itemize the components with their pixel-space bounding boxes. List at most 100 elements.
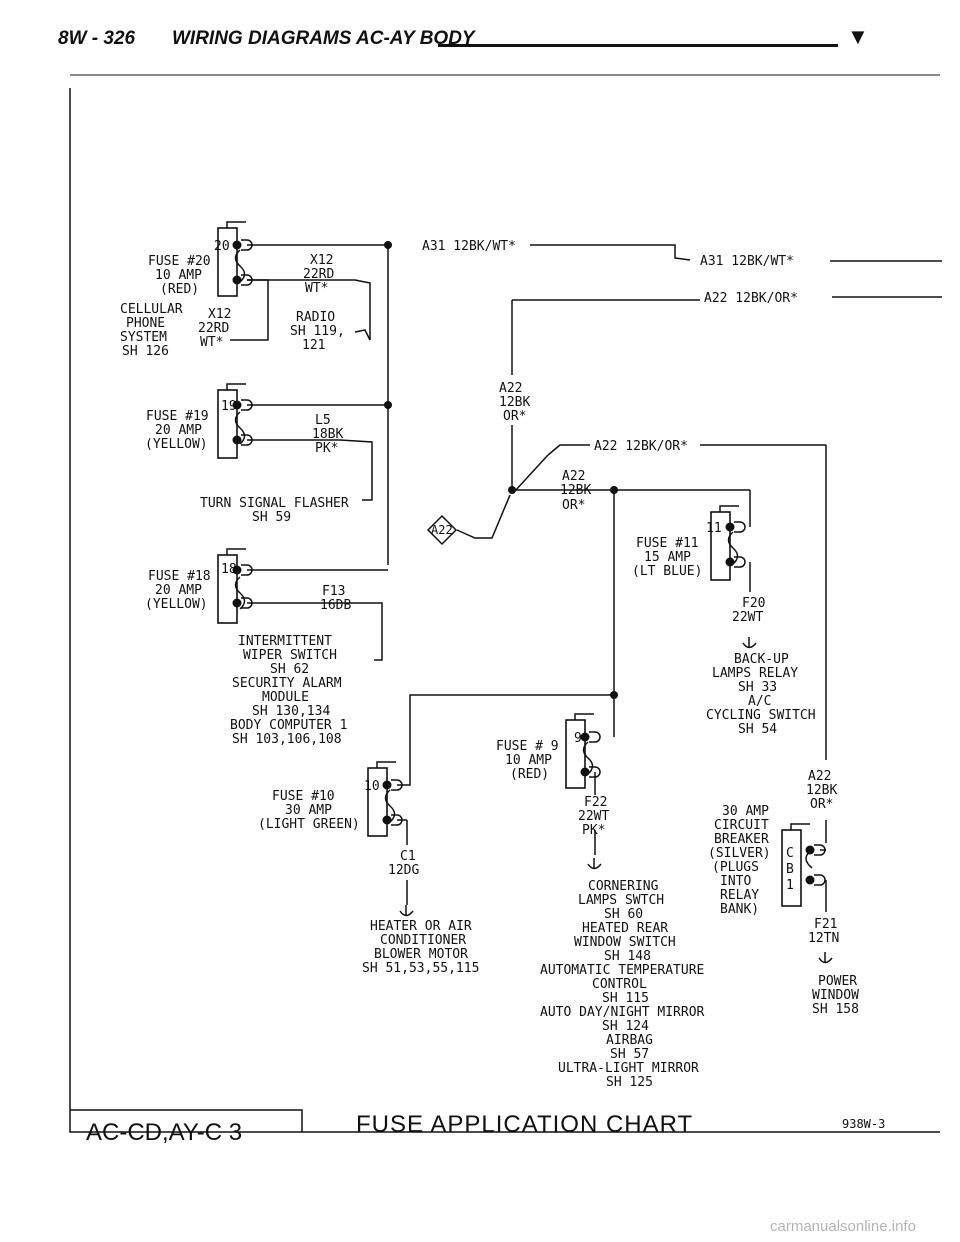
svg-text:SH 33: SH 33 xyxy=(738,680,777,695)
svg-text:A22: A22 xyxy=(499,381,522,396)
fuse-11-color: (LT BLUE) xyxy=(632,564,702,579)
svg-text:PK*: PK* xyxy=(315,441,338,456)
svg-text:12BK: 12BK xyxy=(806,783,837,798)
fuse-18-name: FUSE #18 xyxy=(148,569,211,584)
svg-text:OR*: OR* xyxy=(503,409,526,424)
svg-text:OR*: OR* xyxy=(810,797,833,812)
fuse-10-name: FUSE #10 xyxy=(272,789,335,804)
svg-text:B: B xyxy=(786,862,794,877)
svg-text:F13: F13 xyxy=(322,584,345,599)
svg-text:16DB: 16DB xyxy=(320,598,351,613)
fuse-19-color: (YELLOW) xyxy=(145,437,208,452)
fuse-9-pin: 9 xyxy=(574,731,582,746)
header-marker: ▼ xyxy=(847,24,869,49)
svg-text:A22: A22 xyxy=(562,469,585,484)
svg-text:BACK-UP: BACK-UP xyxy=(734,652,789,667)
header-rule xyxy=(438,44,838,47)
svg-text:SH 57: SH 57 xyxy=(610,1047,649,1062)
svg-text:SH 54: SH 54 xyxy=(738,722,777,737)
svg-text:1: 1 xyxy=(786,878,794,893)
svg-text:HEATED REAR: HEATED REAR xyxy=(582,921,668,936)
svg-text:12BK: 12BK xyxy=(560,483,591,498)
svg-text:WT*: WT* xyxy=(200,335,223,350)
svg-text:AIRBAG: AIRBAG xyxy=(606,1033,653,1048)
fuse-20-pin: 20 xyxy=(214,239,230,254)
svg-text:OR*: OR* xyxy=(562,498,585,513)
fuse-10-color: (LIGHT GREEN) xyxy=(258,817,360,832)
fuse-19-pin: 19 xyxy=(221,399,237,414)
fuse-19-name: FUSE #19 xyxy=(146,409,209,424)
fuse-11-pin: 11 xyxy=(706,521,722,536)
svg-text:HEATER OR AIR: HEATER OR AIR xyxy=(370,919,472,934)
svg-text:SH 124: SH 124 xyxy=(602,1019,649,1034)
svg-text:SH 103,106,108: SH 103,106,108 xyxy=(232,732,342,747)
splice-dots xyxy=(384,241,618,699)
svg-text:WIPER SWITCH: WIPER SWITCH xyxy=(243,648,337,663)
svg-text:WT*: WT* xyxy=(305,281,328,296)
fuse-20: 20 FUSE #20 10 AMP (RED) xyxy=(148,221,253,297)
watermark: carmanualsonline.info xyxy=(770,1218,916,1235)
svg-text:BREAKER: BREAKER xyxy=(714,832,769,847)
fuse-18: 18 FUSE #18 20 AMP (YELLOW) xyxy=(145,548,253,624)
svg-text:SH 125: SH 125 xyxy=(606,1075,653,1090)
svg-text:22RD: 22RD xyxy=(303,267,334,282)
svg-text:CONDITIONER: CONDITIONER xyxy=(380,933,466,948)
svg-text:RELAY: RELAY xyxy=(720,888,759,903)
wire-a31-2: A31 12BK/WT* xyxy=(700,254,794,269)
svg-text:BANK): BANK) xyxy=(720,902,759,917)
fuse-9-rating: 10 AMP xyxy=(505,753,552,768)
svg-text:SH 62: SH 62 xyxy=(270,662,309,677)
svg-text:22RD: 22RD xyxy=(198,321,229,336)
footer: AC-CD,AY-C 3 FUSE APPLICATION CHART 938W… xyxy=(86,1111,885,1146)
svg-text:INTERMITTENT: INTERMITTENT xyxy=(238,634,332,649)
fuse-18-rating: 20 AMP xyxy=(155,583,202,598)
svg-text:X12: X12 xyxy=(310,253,333,268)
svg-text:BLOWER MOTOR: BLOWER MOTOR xyxy=(374,947,468,962)
svg-text:CIRCUIT: CIRCUIT xyxy=(714,818,769,833)
svg-text:C1: C1 xyxy=(400,849,416,864)
fuse-11: 11 FUSE #11 15 AMP (LT BLUE) xyxy=(632,505,746,581)
svg-text:AUTOMATIC TEMPERATURE: AUTOMATIC TEMPERATURE xyxy=(540,963,704,978)
svg-text:L5: L5 xyxy=(315,413,331,428)
svg-text:C: C xyxy=(786,846,794,861)
svg-text:12DG: 12DG xyxy=(388,863,419,878)
fuse-9-name: FUSE # 9 xyxy=(496,739,559,754)
svg-text:12TN: 12TN xyxy=(808,931,839,946)
svg-text:X12: X12 xyxy=(208,307,231,322)
svg-text:A22: A22 xyxy=(808,769,831,784)
footer-ref: 938W-3 xyxy=(842,1117,885,1131)
splice-label: A22 xyxy=(431,523,453,537)
svg-text:PHONE: PHONE xyxy=(126,316,165,331)
svg-text:LAMPS RELAY: LAMPS RELAY xyxy=(712,666,798,681)
ground-symbols xyxy=(399,637,833,964)
load-labels: CELLULAR PHONE SYSTEM SH 126 RADIO SH 11… xyxy=(120,302,859,1090)
footer-code: AC-CD,AY-C 3 xyxy=(86,1119,242,1146)
svg-text:BODY COMPUTER 1: BODY COMPUTER 1 xyxy=(230,718,347,733)
page-frame xyxy=(69,74,940,1133)
svg-text:SH 59: SH 59 xyxy=(252,510,291,525)
svg-text:MODULE: MODULE xyxy=(262,690,309,705)
svg-text:F21: F21 xyxy=(814,917,837,932)
svg-text:SH 119,: SH 119, xyxy=(290,324,345,339)
fuse-20-name: FUSE #20 xyxy=(148,254,211,269)
fuse-10-rating: 30 AMP xyxy=(285,803,332,818)
svg-text:22WT: 22WT xyxy=(578,809,609,824)
svg-text:CYCLING SWITCH: CYCLING SWITCH xyxy=(706,708,816,723)
wire-a22-top: A22 12BK/OR* xyxy=(704,291,798,306)
fuse-18-color: (YELLOW) xyxy=(145,597,208,612)
svg-text:18BK: 18BK xyxy=(312,427,343,442)
svg-text:SH 158: SH 158 xyxy=(812,1002,859,1017)
page-title: WIRING DIAGRAMS AC-AY BODY xyxy=(172,28,475,49)
svg-text:TURN SIGNAL FLASHER: TURN SIGNAL FLASHER xyxy=(200,496,349,511)
svg-text:CELLULAR: CELLULAR xyxy=(120,302,183,317)
fuse-10-pin: 10 xyxy=(364,779,380,794)
splice-connector-a22: A22 xyxy=(426,514,458,546)
svg-text:WINDOW SWITCH: WINDOW SWITCH xyxy=(574,935,676,950)
svg-text:121: 121 xyxy=(302,338,325,353)
svg-text:PK*: PK* xyxy=(582,823,605,838)
svg-text:F22: F22 xyxy=(584,795,607,810)
fuse-11-name: FUSE #11 xyxy=(636,536,699,551)
svg-text:RADIO: RADIO xyxy=(296,310,335,325)
